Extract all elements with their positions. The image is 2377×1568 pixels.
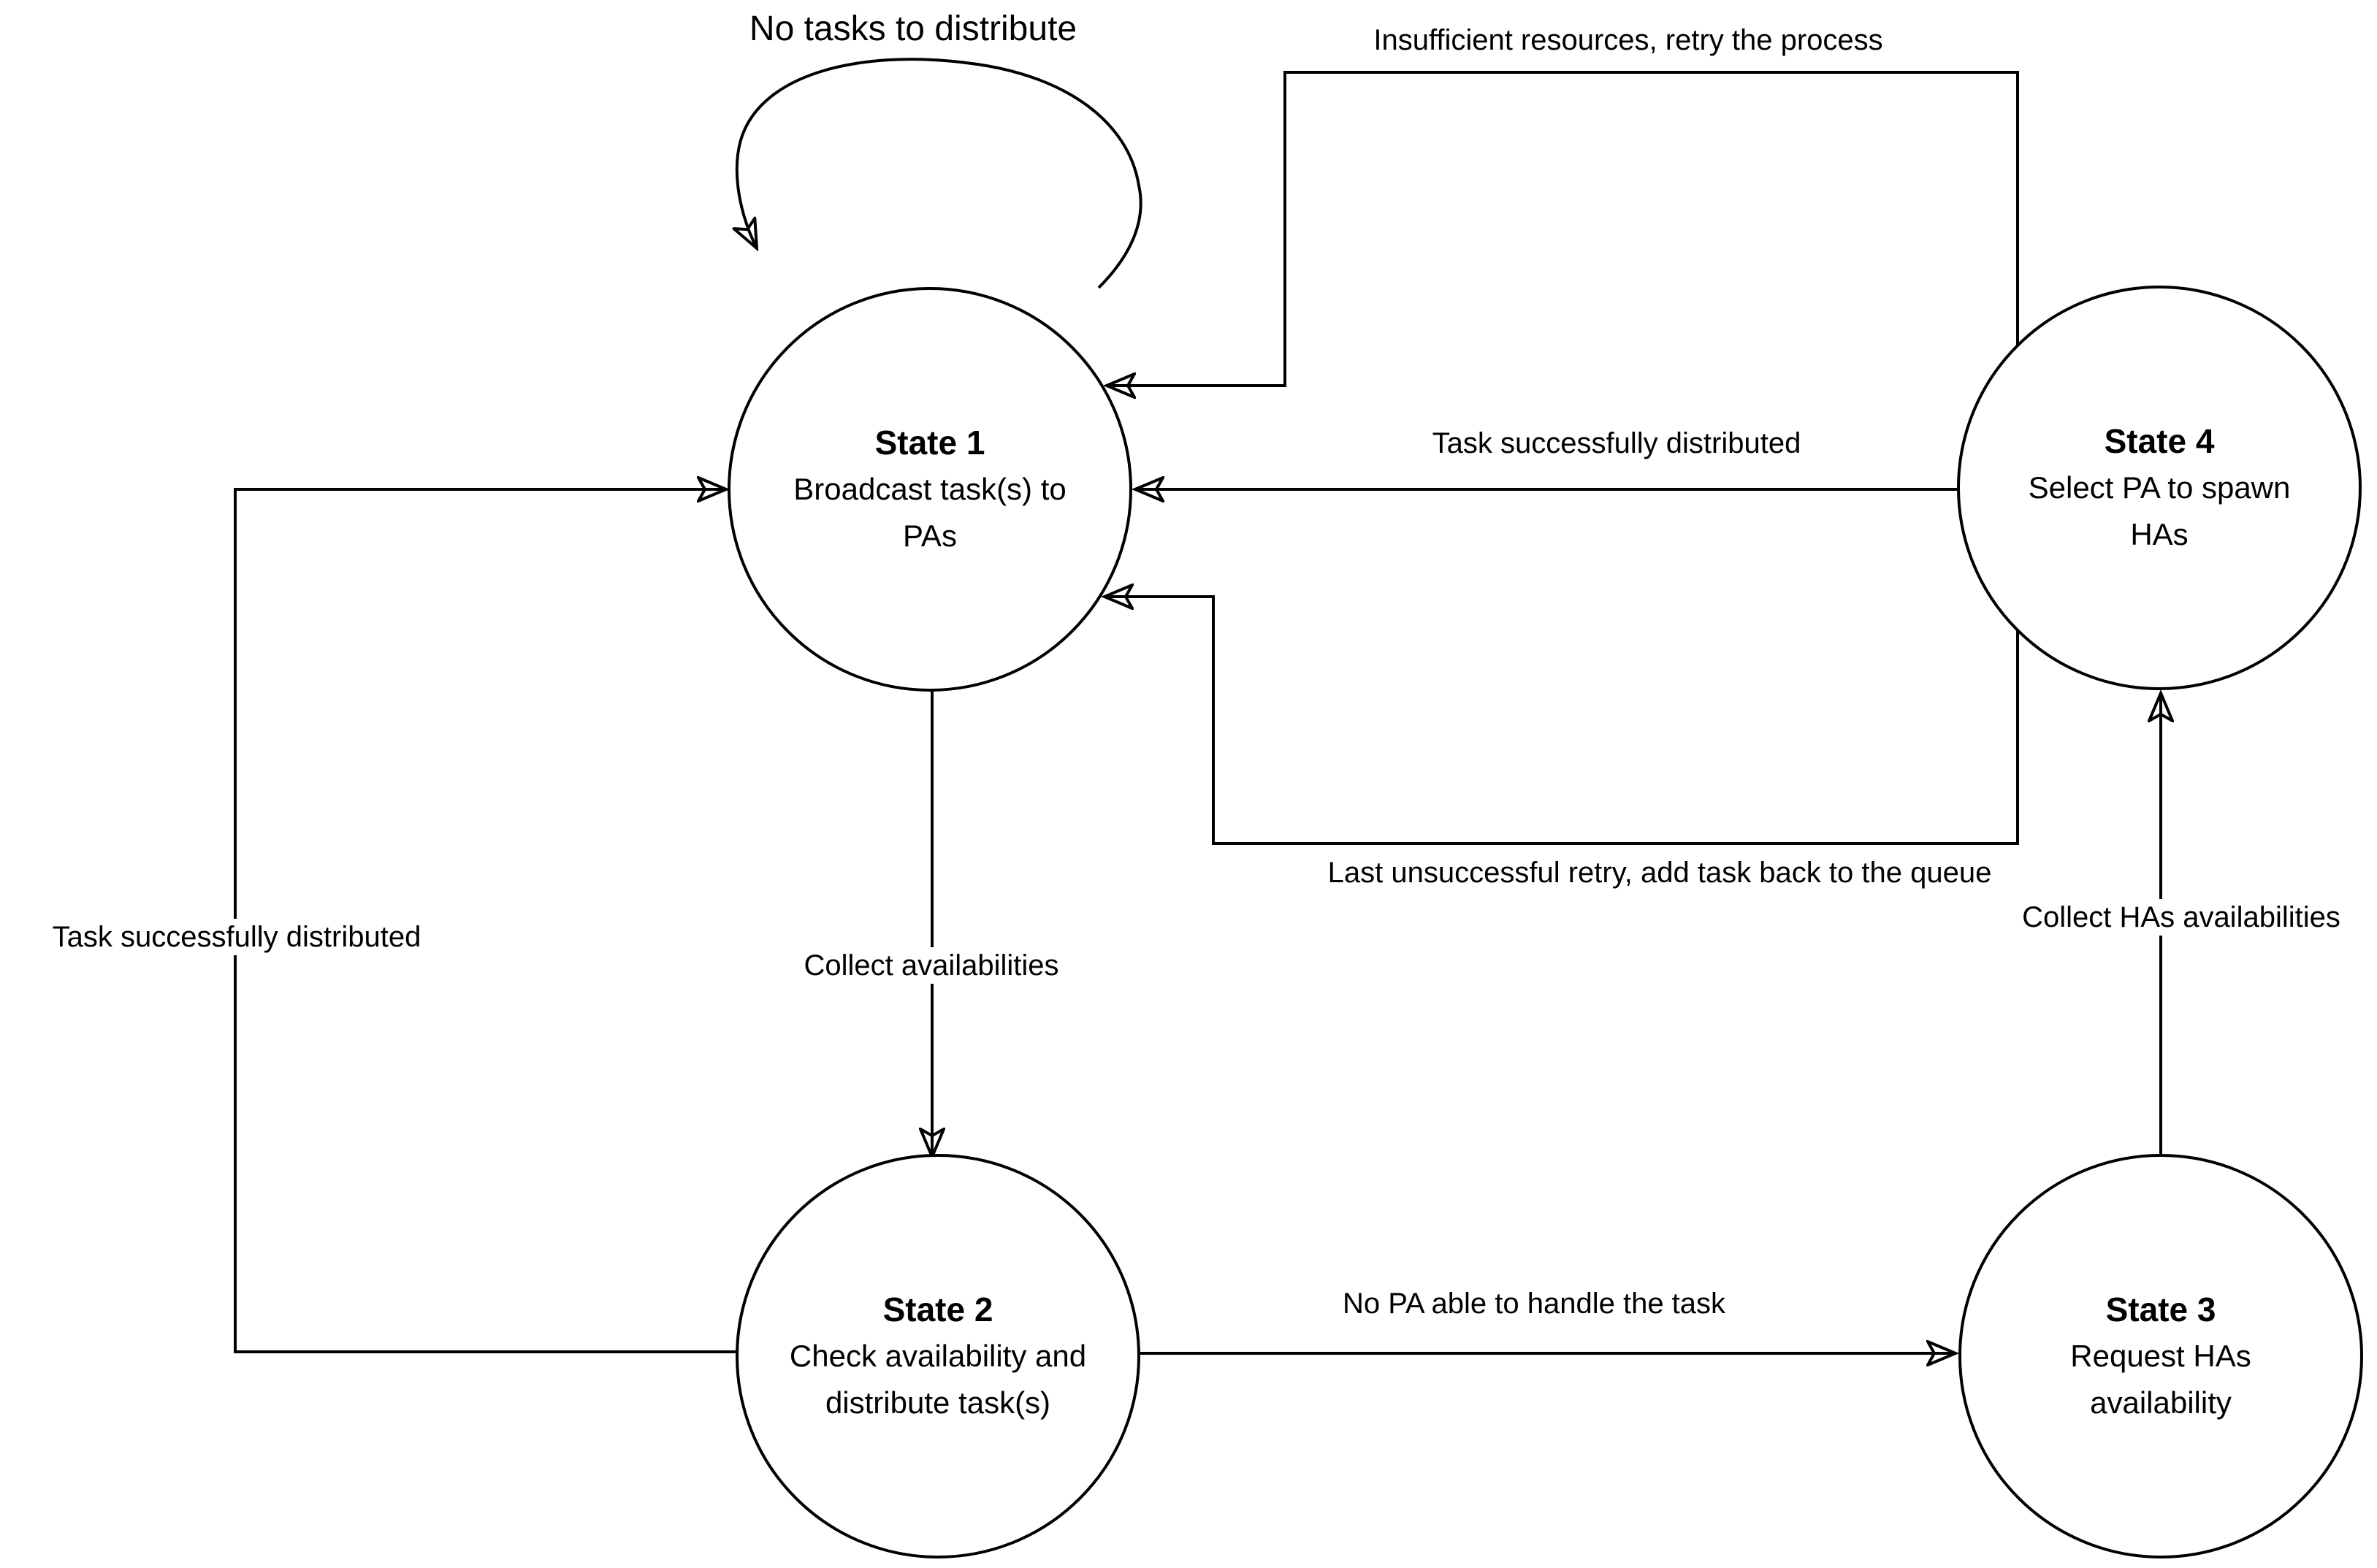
state-4-title: State 4 (2104, 422, 2215, 460)
label-insufficient-resources: Insufficient resources, retry the proces… (1373, 24, 1883, 56)
state-node-3: State 3 Request HAs availability (1958, 1154, 2363, 1559)
state-2-description: Check availability and distribute task(s… (789, 1339, 1087, 1420)
transition-self-loop-state1 (737, 58, 1142, 289)
state-node-2: State 2 Check availability and distribut… (736, 1154, 1140, 1559)
state-1-title: State 1 (874, 424, 985, 462)
label-no-pa-able: No PA able to handle the task (1342, 1288, 1726, 1320)
state-1-description: Broadcast task(s) to PAs (793, 472, 1067, 553)
state-3-description: Request HAs availability (2070, 1339, 2251, 1420)
label-task-distributed-right: Task successfully distributed (1432, 427, 1801, 459)
label-task-distributed-left: Task successfully distributed (45, 919, 429, 955)
state-4-description: Select PA to spawn HAs (2028, 470, 2291, 551)
state-node-1: State 1 Broadcast task(s) to PAs (728, 287, 1132, 692)
label-last-unsuccessful-retry: Last unsuccessful retry, add task back t… (1327, 857, 1992, 889)
transition-insufficient-resources (1107, 71, 2019, 386)
label-no-tasks-to-distribute: No tasks to distribute (749, 9, 1077, 48)
state-2-title: State 2 (882, 1290, 993, 1328)
state-node-4: State 4 Select PA to spawn HAs (1957, 286, 2362, 690)
transition-last-unsuccessful-retry (1104, 597, 2019, 845)
label-collect-availabilities: Collect availabilities (796, 947, 1067, 984)
state-3-title: State 3 (2105, 1290, 2216, 1328)
label-collect-has-availabilities: Collect HAs availabilities (2015, 899, 2348, 936)
